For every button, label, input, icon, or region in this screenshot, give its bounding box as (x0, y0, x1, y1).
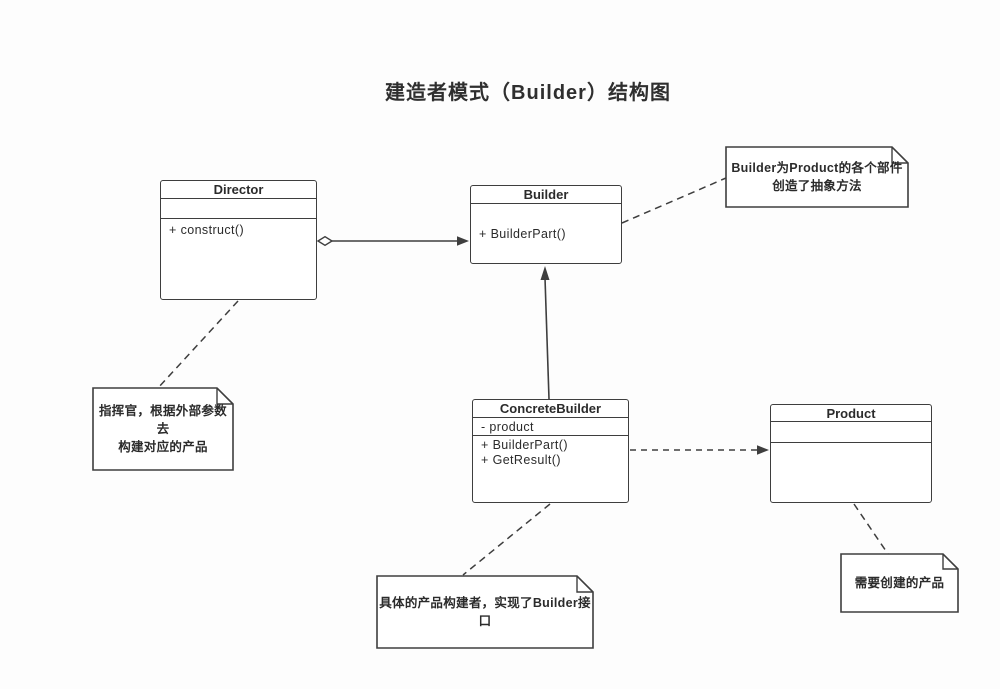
note-fold-icon (216, 388, 233, 405)
note-concrete-builder-shape[interactable] (376, 575, 594, 649)
class-director-attributes (161, 199, 316, 219)
class-product-attributes (771, 422, 931, 443)
note-line: Builder为Product的各个部件 (731, 161, 903, 175)
method-item: + construct() (169, 223, 245, 237)
attribute-item: - product (481, 419, 534, 434)
note-line: 创造了抽象方法 (772, 179, 862, 193)
note-line: 构建对应的产品 (118, 440, 208, 454)
class-builder-methods: + BuilderPart() (471, 204, 621, 263)
class-concrete-builder[interactable]: ConcreteBuilder - product + BuilderPart(… (472, 399, 629, 503)
diagram-title: 建造者模式（Builder）结构图 (385, 82, 671, 104)
edge-concretebuilder-builder (544, 277, 550, 400)
class-builder-name: Builder (471, 186, 621, 204)
class-product-methods (771, 443, 931, 502)
note-line: 指挥官，根据外部参数去 (98, 404, 227, 436)
class-director[interactable]: Director + construct() (160, 180, 317, 300)
note-fold-icon (891, 147, 908, 164)
note-builder[interactable]: Builder为Product的各个部件 创造了抽象方法 (726, 147, 908, 207)
class-concrete-builder-attributes: - product (473, 418, 628, 436)
note-director[interactable]: 指挥官，根据外部参数去 构建对应的产品 (93, 388, 233, 470)
note-builder-shape[interactable] (725, 146, 909, 208)
class-director-name: Director (161, 181, 316, 199)
arrowhead-into-builder-bottom-icon (540, 266, 550, 280)
note-product-shape[interactable] (840, 553, 959, 613)
edge-product-note (853, 503, 889, 555)
note-line: 需要创建的产品 (854, 576, 945, 590)
note-fold-icon (942, 554, 958, 570)
note-product[interactable]: 需要创建的产品 (841, 554, 958, 612)
class-product-name: Product (771, 405, 931, 422)
method-item: + GetResult() (481, 453, 561, 467)
edge-director-note (157, 300, 239, 389)
edge-builder-note (621, 177, 727, 224)
class-builder[interactable]: Builder + BuilderPart() (470, 185, 622, 264)
arrowhead-into-product-icon (757, 445, 769, 455)
method-item: + BuilderPart() (479, 226, 566, 241)
note-concrete-builder[interactable]: 具体的产品构建者，实现了Builder接口 (377, 576, 593, 648)
class-concrete-builder-methods: + BuilderPart() + GetResult() (473, 436, 628, 502)
aggregation-diamond-icon (316, 235, 334, 247)
class-product[interactable]: Product (770, 404, 932, 503)
note-director-shape[interactable] (92, 387, 234, 471)
note-fold-icon (576, 576, 593, 593)
arrowhead-into-builder-icon (457, 236, 469, 246)
edge-concretebuilder-note (462, 503, 551, 576)
class-director-methods: + construct() (161, 219, 316, 299)
class-concrete-builder-name: ConcreteBuilder (473, 400, 628, 418)
method-item: + BuilderPart() (481, 438, 568, 452)
note-line: 具体的产品构建者，实现了Builder接口 (379, 596, 591, 628)
